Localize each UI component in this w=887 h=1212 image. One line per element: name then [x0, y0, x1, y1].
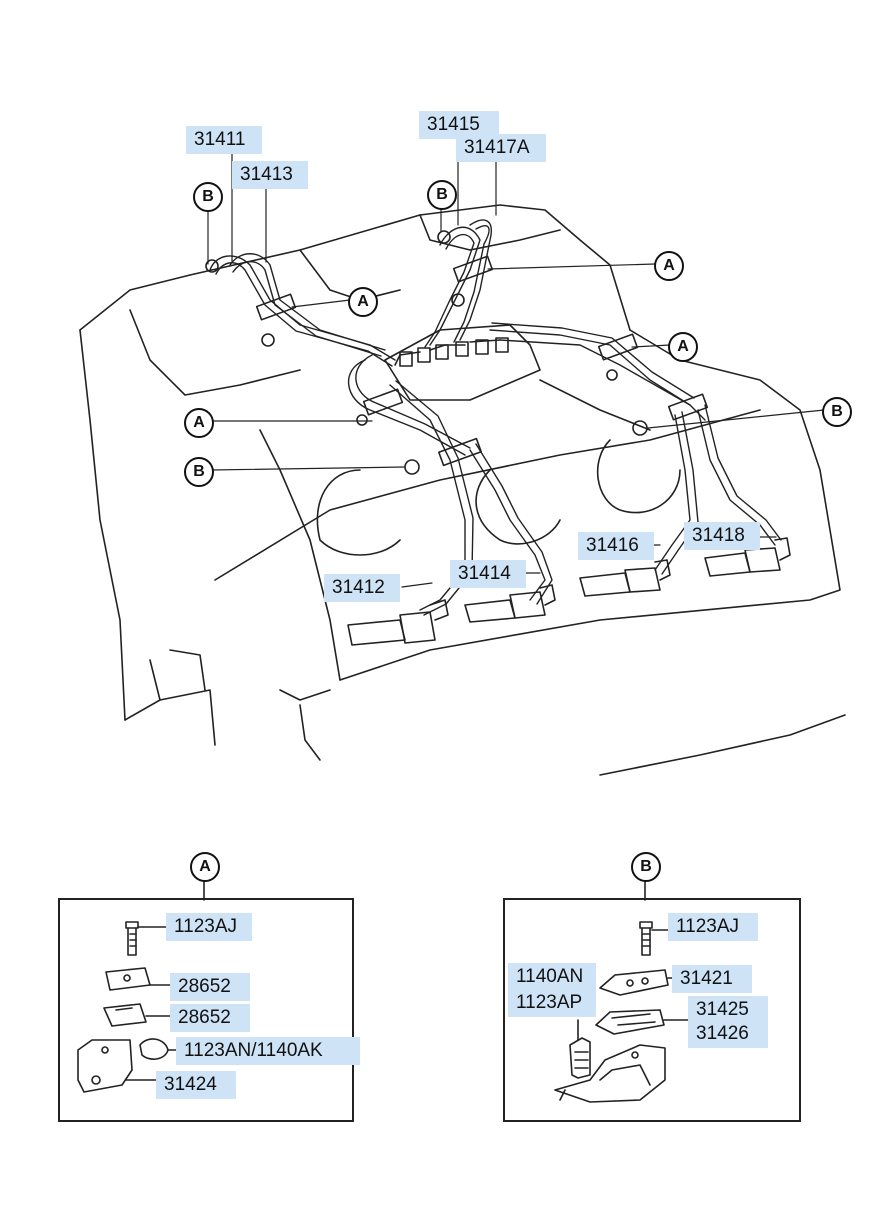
detail-b-part-31425[interactable]: 31425	[688, 996, 768, 1024]
part-label-31418[interactable]: 31418	[684, 522, 760, 550]
part-label-31413[interactable]: 31413	[232, 161, 308, 189]
callout-b[interactable]: B	[427, 180, 457, 210]
engine-block-outline	[79, 204, 846, 776]
detail-b-part-1123AP[interactable]: 1123AP	[508, 989, 596, 1017]
callout-a[interactable]: A	[348, 287, 378, 317]
callout-a[interactable]: A	[184, 408, 214, 438]
callout-b[interactable]: B	[822, 397, 852, 427]
detail-a-art	[77, 878, 205, 1093]
detail-b-art	[554, 878, 696, 1103]
pump-outlets	[399, 337, 509, 367]
pipe-clamps	[205, 230, 709, 475]
detail-b-part-31426[interactable]: 31426	[688, 1020, 768, 1048]
detail-a-part-31424[interactable]: 31424	[156, 1071, 236, 1099]
part-label-31411[interactable]: 31411	[186, 126, 262, 154]
injectors	[347, 537, 791, 646]
detail-a-title: A	[190, 852, 220, 882]
detail-b-part-31421[interactable]: 31421	[672, 965, 752, 993]
detail-b-part-1123AJ[interactable]: 1123AJ	[668, 913, 758, 941]
part-label-31414[interactable]: 31414	[450, 560, 526, 588]
detail-a-part-28652-upper[interactable]: 28652	[170, 973, 250, 1001]
callout-b[interactable]: B	[193, 182, 223, 212]
detail-b-part-1140AN[interactable]: 1140AN	[508, 963, 596, 991]
detail-a-box	[58, 898, 354, 1122]
part-label-31412[interactable]: 31412	[324, 574, 400, 602]
callout-a[interactable]: A	[668, 332, 698, 362]
detail-a-part-1123AJ[interactable]: 1123AJ	[166, 913, 252, 941]
callout-b[interactable]: B	[184, 457, 214, 487]
callout-a[interactable]: A	[654, 251, 684, 281]
detail-a-part-28652-lower[interactable]: 28652	[170, 1004, 250, 1032]
fuel-pipes	[209, 219, 782, 616]
detail-b-box	[503, 898, 801, 1122]
part-label-31417A[interactable]: 31417A	[456, 134, 546, 162]
detail-a-part-1123AN-1140AK[interactable]: 1123AN/1140AK	[176, 1037, 360, 1065]
detail-b-title: B	[631, 852, 661, 882]
part-label-31416[interactable]: 31416	[578, 532, 654, 560]
